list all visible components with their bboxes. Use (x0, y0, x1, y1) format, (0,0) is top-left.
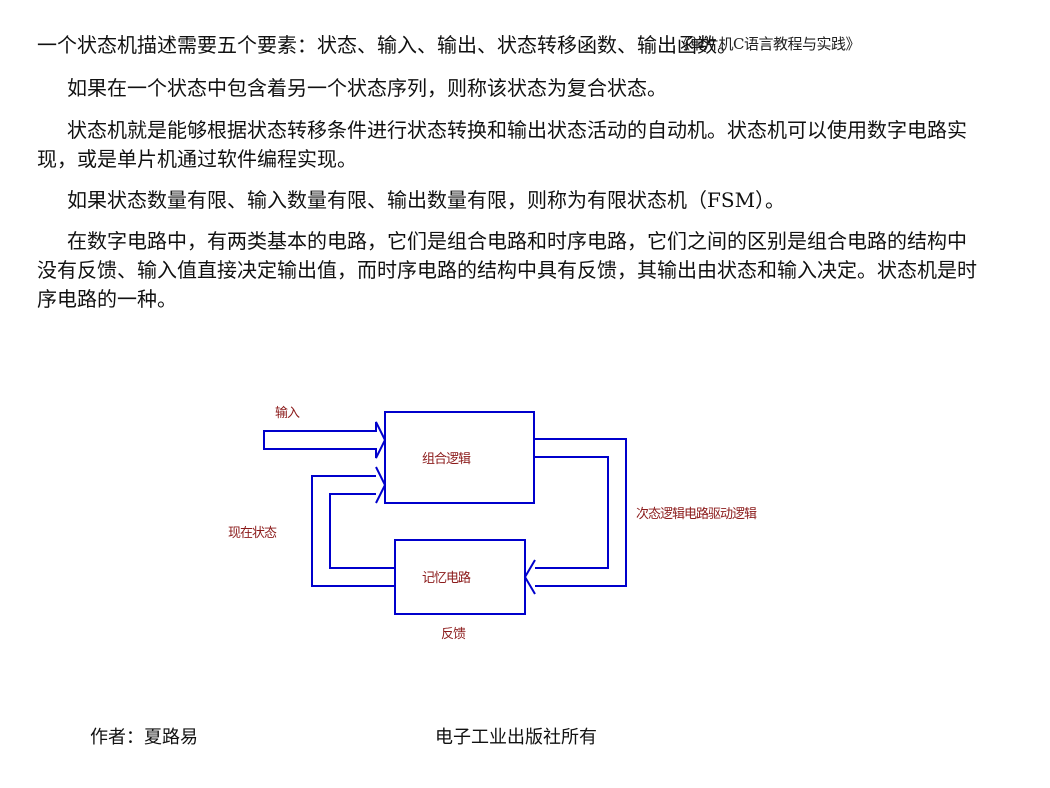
footer-author: 作者：夏路易 (90, 727, 198, 748)
next-state-label: 次态逻辑电路驱动逻辑 (636, 506, 757, 522)
feedback-path-outer (311, 475, 395, 587)
combinational-logic-label: 组合逻辑 (422, 452, 471, 467)
feedback-path-inner (329, 493, 395, 569)
feedback-arrowhead (375, 466, 387, 504)
paragraph-digital-circuits: 在数字电路中，有两类基本的电路，它们是组合电路和时序电路，它们之间的区别是组合电… (37, 229, 977, 311)
book-title-note: 《单片机C语言教程与实践》 (675, 35, 860, 53)
paragraph-state-machine: 状态机就是能够根据状态转移条件进行状态转换和输出状态活动的自动机。状态机可以使用… (37, 118, 967, 171)
next-state-path-inner (534, 456, 609, 569)
next-state-path-outer (534, 438, 627, 587)
footer-publisher: 电子工业出版社所有 (435, 727, 597, 748)
input-label: 输入 (275, 405, 300, 421)
paragraph-elements: 一个状态机描述需要五个要素：状态、输入、输出、状态转移函数、输出函数。 (37, 33, 737, 57)
paragraph-composite-state: 如果在一个状态中包含着另一个状态序列，则称该状态为复合状态。 (67, 76, 667, 100)
input-arrow (263, 421, 387, 459)
feedback-label: 反馈 (441, 627, 466, 642)
current-state-label: 现在状态 (228, 526, 277, 541)
paragraph-fsm: 如果状态数量有限、输入数量有限、输出数量有限，则称为有限状态机（FSM）。 (67, 188, 786, 212)
next-state-arrowhead (523, 559, 536, 595)
memory-circuit-label: 记忆电路 (422, 570, 471, 586)
